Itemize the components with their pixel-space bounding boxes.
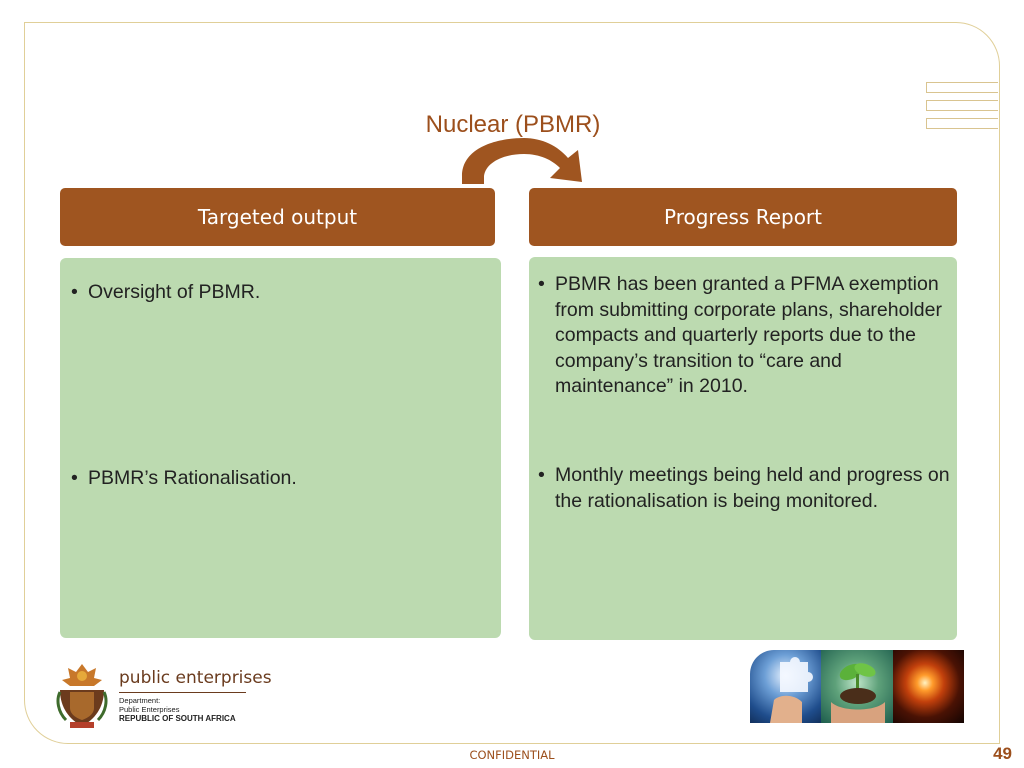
logo-department-label: Department: — [119, 696, 161, 705]
logo-department-name: Public Enterprises — [119, 705, 180, 714]
page-number: 49 — [993, 744, 1012, 763]
puzzle-piece-icon — [770, 657, 813, 723]
coat-of-arms-icon — [56, 664, 108, 728]
decorative-bar-2 — [926, 100, 998, 111]
progress-report-panel: PBMR has been granted a PFMA exemption f… — [529, 257, 957, 640]
curved-arrow-icon — [462, 138, 582, 184]
photo-strip — [750, 650, 964, 723]
seedling-hands-photo — [821, 650, 893, 723]
list-item: PBMR’s Rationalisation. — [68, 466, 493, 492]
targeted-output-header: Targeted output — [60, 188, 495, 246]
logo-name: public enterprises — [119, 668, 272, 688]
logo-divider — [119, 692, 246, 693]
logo-country: REPUBLIC OF SOUTH AFRICA — [119, 714, 236, 723]
progress-report-header: Progress Report — [529, 188, 957, 246]
decorative-bar-1 — [926, 82, 998, 93]
list-item: Monthly meetings being held and progress… — [535, 463, 957, 514]
puzzle-hands-photo — [750, 650, 821, 723]
decorative-bar-3 — [926, 118, 998, 129]
targeted-output-panel: Oversight of PBMR. PBMR’s Rationalisatio… — [60, 258, 501, 638]
energy-burst-photo — [893, 650, 964, 723]
list-item: Oversight of PBMR. — [68, 280, 493, 306]
slide-frame: Nuclear (PBMR) — [24, 22, 1000, 744]
slide-title: Nuclear (PBMR) — [425, 111, 601, 138]
list-item: PBMR has been granted a PFMA exemption f… — [535, 272, 957, 400]
seedling-icon — [831, 663, 885, 723]
confidential-footer: CONFIDENTIAL — [469, 748, 555, 762]
